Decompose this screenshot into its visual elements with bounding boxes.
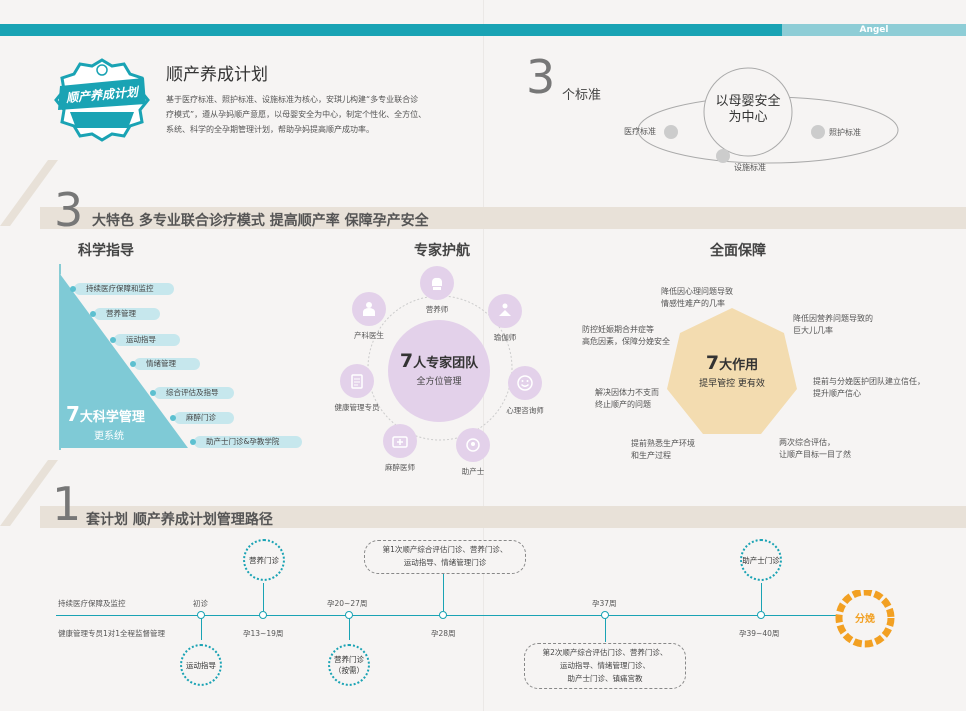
circle-exercise: 运动指导	[180, 644, 222, 686]
member-label: 心理咨询师	[506, 406, 544, 415]
connector	[443, 572, 444, 611]
science-item: 助产士门诊&孕教学院	[190, 436, 302, 448]
smile-icon	[508, 366, 542, 400]
connector	[263, 583, 264, 611]
member-label: 健康管理专员	[334, 403, 380, 412]
milestone-label: 孕20~27周	[327, 599, 368, 608]
circle-nutrition-on-demand: 营养门诊 （按需）	[328, 644, 370, 686]
protection-item: 降低因心理问题导致情感性难产的几率	[661, 287, 733, 308]
yoga-icon	[488, 294, 522, 328]
standards-center: 以母婴安全 为中心	[700, 94, 796, 126]
standard-medical: 医疗标准	[624, 127, 656, 136]
experts-center: 7人专家团队 全方位管理	[388, 320, 490, 422]
features-number: 3	[54, 183, 84, 237]
timeline-node	[757, 611, 765, 619]
standard-care: 照护标准	[829, 128, 861, 137]
top-bar	[0, 24, 966, 36]
plan-text: 套计划 顺产养成计划管理路径	[86, 512, 273, 528]
midwife-icon	[456, 428, 490, 462]
features-text: 大特色 多专业联合诊疗模式 提高顺产率 保障孕产安全	[92, 213, 429, 229]
connector	[761, 583, 762, 611]
angel-tag: Angel	[782, 24, 966, 36]
member-label: 营养师	[425, 305, 449, 314]
connector	[605, 618, 606, 642]
intro-line: 基于医疗标准、照护标准、设施标准为核心，安琪儿构建“多专业联合诊	[166, 95, 419, 104]
science-triangle	[59, 264, 188, 450]
protection-heading: 全面保障	[710, 243, 766, 259]
experts-heading: 专家护航	[414, 243, 470, 259]
intro-line: 系统、科学的全孕期管理计划，帮助孕妈提高顺产成功率。	[166, 125, 374, 134]
science-item: 运动指导	[110, 334, 180, 346]
intro-paragraph: 基于医疗标准、照护标准、设施标准为核心，安琪儿构建“多专业联合诊 疗模式”，遵从…	[166, 92, 466, 137]
protection-item: 提前熟悉生产环境和生产过程	[631, 439, 695, 460]
standards-label: 个标准	[562, 88, 602, 103]
circle-midwife: 助产士门诊	[740, 539, 782, 581]
clipboard-icon	[340, 364, 374, 398]
science-sub: 更系统	[94, 431, 124, 442]
protection-item: 两次综合评估，让顺产目标一目了然	[779, 438, 851, 459]
standards-orbit	[637, 67, 899, 164]
member-label: 助产士	[461, 467, 485, 476]
intro-line: 疗模式”，遵从孕妈顺产意愿，以母婴安全为中心，制定个性化、全方位、	[166, 110, 427, 119]
standards-number: 3	[526, 50, 556, 104]
protection-center: 7大作用 提早管控 更有效	[664, 352, 800, 389]
milestone-label: 孕28周	[431, 629, 456, 638]
protection-center-sub: 提早管控 更有效	[699, 379, 765, 389]
milestone-label: 孕37周	[592, 599, 617, 608]
protection-item: 提前与分娩医护团队建立信任，提升顺产信心	[813, 377, 925, 398]
protection-item: 防控妊娠期合并症等高危因素，保障分娩安全	[582, 325, 670, 346]
connector	[201, 618, 202, 640]
protection-heptagon	[667, 308, 797, 434]
member-label: 瑜伽师	[493, 333, 517, 342]
science-item: 综合评估及指导	[150, 387, 234, 399]
timeline-node	[259, 611, 267, 619]
chef-icon	[420, 266, 454, 300]
science-item: 营养管理	[90, 308, 160, 320]
milestone-label: 孕39~40周	[739, 629, 780, 638]
timeline-node	[439, 611, 447, 619]
delivery-ring-icon	[835, 590, 895, 648]
medical-kit-icon	[383, 424, 417, 458]
timeline-line	[56, 615, 838, 616]
plan-number: 1	[52, 477, 82, 531]
member-label: 产科医生	[354, 331, 384, 340]
plan-band	[0, 460, 966, 528]
member-label: 麻醉医师	[385, 463, 415, 472]
second-assessment-box: 第2次顺产综合评估门诊、营养门诊、 运动指导、情绪管理门诊、 助产士门诊、镇痛宫…	[524, 643, 686, 689]
science-item: 麻醉门诊	[170, 412, 234, 424]
standards-center-line2: 为中心	[728, 110, 768, 125]
milestone-label: 孕13~19周	[243, 629, 284, 638]
delivery-label: 分娩	[855, 614, 875, 625]
circle-nutrition: 营养门诊	[243, 539, 285, 581]
science-heading: 科学指导	[78, 243, 134, 259]
milestone-label: 初诊	[193, 599, 208, 608]
science-big: 7大科学管理	[66, 402, 145, 426]
connector	[349, 618, 350, 640]
features-band	[0, 160, 966, 229]
science-item: 情绪管理	[130, 358, 200, 370]
protection-item: 降低因营养问题导致的巨大儿几率	[793, 314, 873, 335]
first-assessment-box: 第1次顺产综合评估门诊、营养门诊、 运动指导、情绪管理门诊	[364, 540, 526, 574]
doctor-icon	[352, 292, 386, 326]
standard-facility: 设施标准	[734, 163, 766, 172]
plan-badge-icon: 顺产养成计划	[52, 56, 152, 144]
science-item: 持续医疗保障和监控	[70, 283, 174, 295]
standards-center-line1: 以母婴安全	[715, 94, 781, 109]
timeline-left-bottom: 健康管理专员1对1全程监督管理	[58, 629, 166, 638]
protection-item: 解决因体力不支而终止顺产的问题	[595, 388, 659, 409]
intro-title: 顺产养成计划	[166, 65, 268, 85]
experts-center-sub: 全方位管理	[416, 377, 462, 387]
timeline-left-top: 持续医疗保障及监控	[58, 599, 126, 608]
